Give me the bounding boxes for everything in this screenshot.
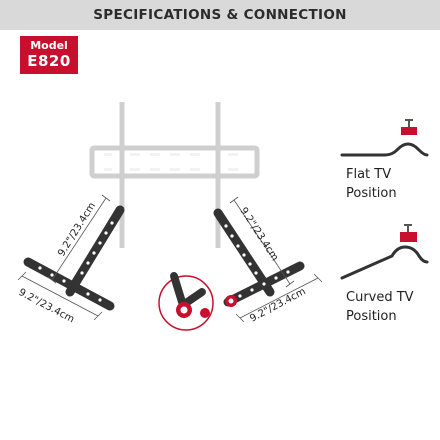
page-title: SPECIFICATIONS & CONNECTION [93, 7, 347, 23]
curved-position-line1: Curved TV [346, 290, 414, 305]
detail-magnifier [158, 272, 214, 331]
left-dimension-lines [17, 194, 111, 321]
curved-position-caption: Curved TV Position [346, 288, 414, 326]
flat-position-icon [340, 119, 429, 157]
model-label: Model [30, 39, 68, 52]
left-bracket-holes [38, 221, 114, 302]
flat-position-line1: Flat TV [346, 167, 392, 182]
model-badge: Model E820 [20, 36, 78, 74]
curved-position-line2: Position [346, 309, 397, 324]
curved-position-icon [340, 224, 429, 280]
right-dimension-lines [229, 196, 323, 323]
right-bracket-tip [225, 295, 237, 307]
header-bar [0, 0, 440, 30]
flat-position-caption: Flat TV Position [346, 165, 397, 203]
right-bracket-holes [224, 224, 290, 298]
model-number: E820 [27, 52, 71, 70]
flat-position-line2: Position [346, 186, 397, 201]
wall-mount [89, 102, 260, 248]
wall-mount-slots [104, 153, 238, 171]
